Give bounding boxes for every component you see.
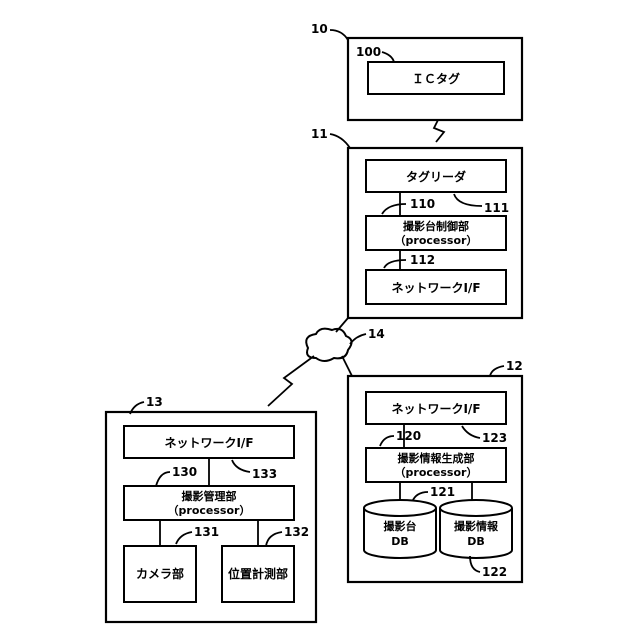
stand-db-label: 撮影台	[384, 519, 417, 533]
ref-10: 10	[311, 22, 328, 36]
stand-db-suffix: DB	[391, 535, 409, 548]
info-generator-label: 撮影情報生成部	[398, 451, 475, 465]
camera-unit-label: カメラ部	[136, 566, 184, 581]
network-if-11-label: ネットワークI/F	[391, 281, 480, 295]
ref-123: 123	[482, 431, 507, 445]
ref-130: 130	[172, 465, 197, 479]
leader-11	[330, 134, 350, 148]
ref-12: 12	[506, 359, 523, 373]
leader-10	[330, 30, 348, 40]
stand-db-top	[364, 500, 436, 516]
ref-14: 14	[368, 327, 385, 341]
position-unit-label: 位置計測部	[228, 566, 288, 581]
ref-132: 132	[284, 525, 309, 539]
info-db-top	[440, 500, 512, 516]
stand-controller-label: 撮影台制御部	[403, 219, 469, 233]
ref-120: 120	[396, 429, 421, 443]
ref-111: 111	[484, 201, 509, 215]
info-db-label: 撮影情報	[454, 519, 499, 533]
stand-controller-processor: （processor）	[395, 234, 478, 247]
leader-14	[350, 334, 366, 344]
ref-100: 100	[356, 45, 381, 59]
ref-131: 131	[194, 525, 219, 539]
leader-12	[490, 366, 504, 376]
network-if-12-label: ネットワークI/F	[391, 402, 480, 416]
ref-122: 122	[482, 565, 507, 579]
ref-133: 133	[252, 467, 277, 481]
ref-121: 121	[430, 485, 455, 499]
info-db-suffix: DB	[467, 535, 485, 548]
network-if-13-label: ネットワークI/F	[164, 436, 253, 450]
link-cloud-12	[342, 356, 352, 376]
info-generator-processor: （processor）	[395, 466, 478, 479]
ref-13: 13	[146, 395, 163, 409]
imaging-manager-label: 撮影管理部	[182, 489, 237, 503]
ref-112: 112	[410, 253, 435, 267]
ref-11: 11	[311, 127, 328, 141]
wireless-link-10-11	[434, 120, 444, 142]
tag-reader-label: タグリーダ	[406, 169, 466, 184]
wireless-link-cloud-13	[268, 356, 314, 406]
imaging-manager-processor: （processor）	[168, 504, 251, 517]
ref-110: 110	[410, 197, 435, 211]
ic-tag-label: ＩＣタグ	[412, 71, 460, 86]
